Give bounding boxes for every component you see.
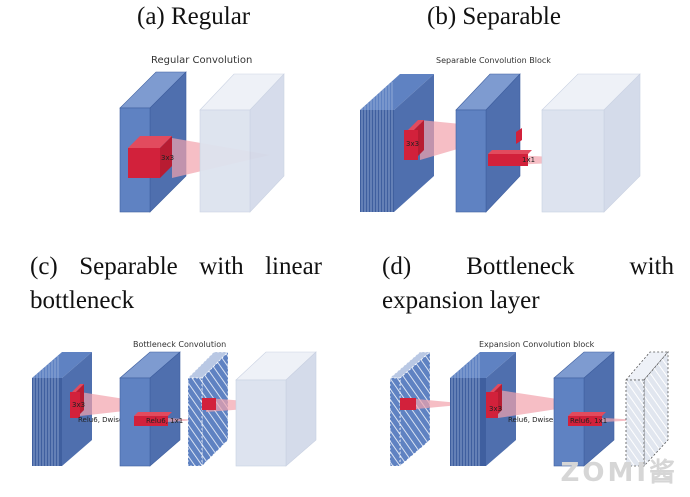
caption-c: (c) Separable with linear bottleneck bbox=[30, 253, 322, 314]
depthwise-kernel: 3x3 bbox=[404, 120, 424, 160]
panel-c: 3x3 Relu6, Dwise Relu6, 1x1 bbox=[32, 351, 317, 467]
watermark: ZOMI酱 bbox=[560, 458, 678, 488]
intermediate-tensor bbox=[455, 73, 521, 213]
depthwise-beam bbox=[498, 390, 590, 418]
depthwise-kernel-label: 3x3 bbox=[406, 140, 419, 148]
dwise-label: Relu6, Dwise bbox=[78, 416, 123, 424]
panel-a: 3x3 bbox=[119, 71, 285, 213]
panel-title-a: Regular Convolution bbox=[151, 55, 253, 66]
caption-d: (d) Bottleneck with expansion layer bbox=[382, 253, 674, 314]
pointwise-kernel: 1x1 bbox=[488, 150, 535, 166]
panel-b: 3x3 1x1 bbox=[360, 73, 641, 213]
caption-b: (b) Separable bbox=[427, 3, 561, 30]
output-bottleneck-tensor bbox=[625, 350, 669, 468]
depthwise-kernel-label: 3x3 bbox=[72, 401, 85, 409]
caption-a: (a) Regular bbox=[137, 3, 251, 30]
pointwise-kernel: Relu6, 1x1 bbox=[568, 412, 607, 426]
panel-title-c: Bottleneck Convolution bbox=[133, 340, 227, 349]
expansion-beam bbox=[406, 398, 470, 410]
depthwise-kernel-label: 3x3 bbox=[489, 405, 502, 413]
kernel-label: 3x3 bbox=[161, 154, 174, 162]
intermediate-tensor bbox=[119, 351, 181, 467]
pointwise-target bbox=[516, 128, 522, 144]
relu-label: Relu6, 1x1 bbox=[146, 417, 183, 425]
output-tensor bbox=[541, 73, 641, 213]
pointwise-kernel-label: 1x1 bbox=[522, 156, 535, 164]
expansion-kernel bbox=[400, 398, 416, 410]
intermediate-tensor bbox=[553, 351, 615, 467]
bottleneck-kernel bbox=[202, 398, 216, 410]
depthwise-kernel: 3x3 bbox=[70, 384, 85, 418]
kernel-cube: 3x3 bbox=[128, 136, 174, 178]
output-tensor bbox=[199, 73, 285, 213]
relu-label: Relu6, 1x1 bbox=[570, 417, 607, 425]
dwise-label: Relu6, Dwise bbox=[508, 416, 553, 424]
panel-d: 3x3 Relu6, Dwise Relu6, 1x1 bbox=[388, 350, 669, 468]
panel-title-b: Separable Convolution Block bbox=[436, 56, 551, 65]
output-tensor bbox=[235, 351, 317, 467]
pointwise-kernel: Relu6, 1x1 bbox=[134, 412, 183, 426]
input-depth-stack bbox=[360, 74, 434, 212]
panel-title-d: Expansion Convolution block bbox=[479, 340, 595, 349]
depthwise-kernel: 3x3 bbox=[486, 384, 502, 418]
expanded-depth-stack bbox=[450, 352, 516, 466]
